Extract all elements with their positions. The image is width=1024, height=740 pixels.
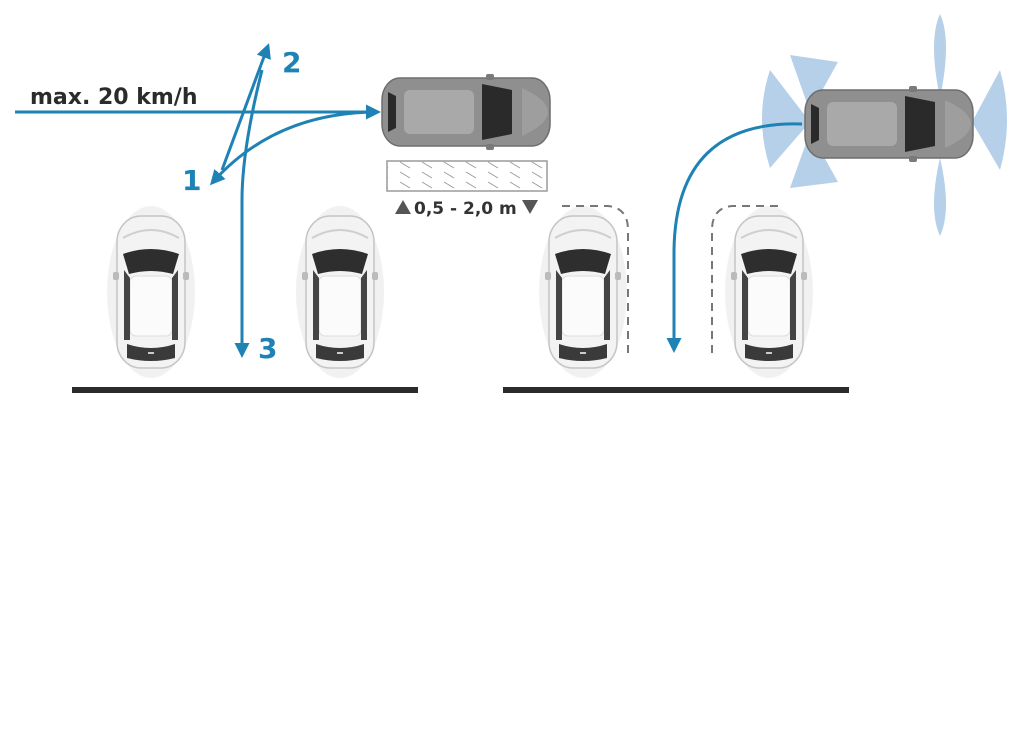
distance-up-marker <box>395 200 411 214</box>
reverse-arrow <box>666 122 803 353</box>
curb-left <box>72 387 418 393</box>
parked-car-right-2 <box>724 205 814 379</box>
step-3-arrow <box>234 69 264 358</box>
parked-car-left-2 <box>295 205 385 379</box>
speed-label: max. 20 km/h <box>30 85 198 110</box>
distance-label: 0,5 - 2,0 m <box>414 199 517 219</box>
step-1-arrow <box>210 110 379 186</box>
parked-car-right-1 <box>538 205 628 379</box>
step-2-arrow <box>220 43 271 171</box>
sensor-fields <box>762 14 1007 236</box>
curb-right <box>503 387 849 393</box>
detection-outline-2 <box>711 205 778 355</box>
distance-zone <box>386 160 548 192</box>
moving-car-right <box>804 85 974 163</box>
step-1-label: 1 <box>182 164 201 197</box>
step-3-label: 3 <box>258 332 277 365</box>
moving-car-left <box>381 73 551 151</box>
distance-down-marker <box>522 200 538 214</box>
parked-car-left-1 <box>106 205 196 379</box>
detection-outline-1 <box>562 205 629 355</box>
step-2-label: 2 <box>282 46 301 79</box>
